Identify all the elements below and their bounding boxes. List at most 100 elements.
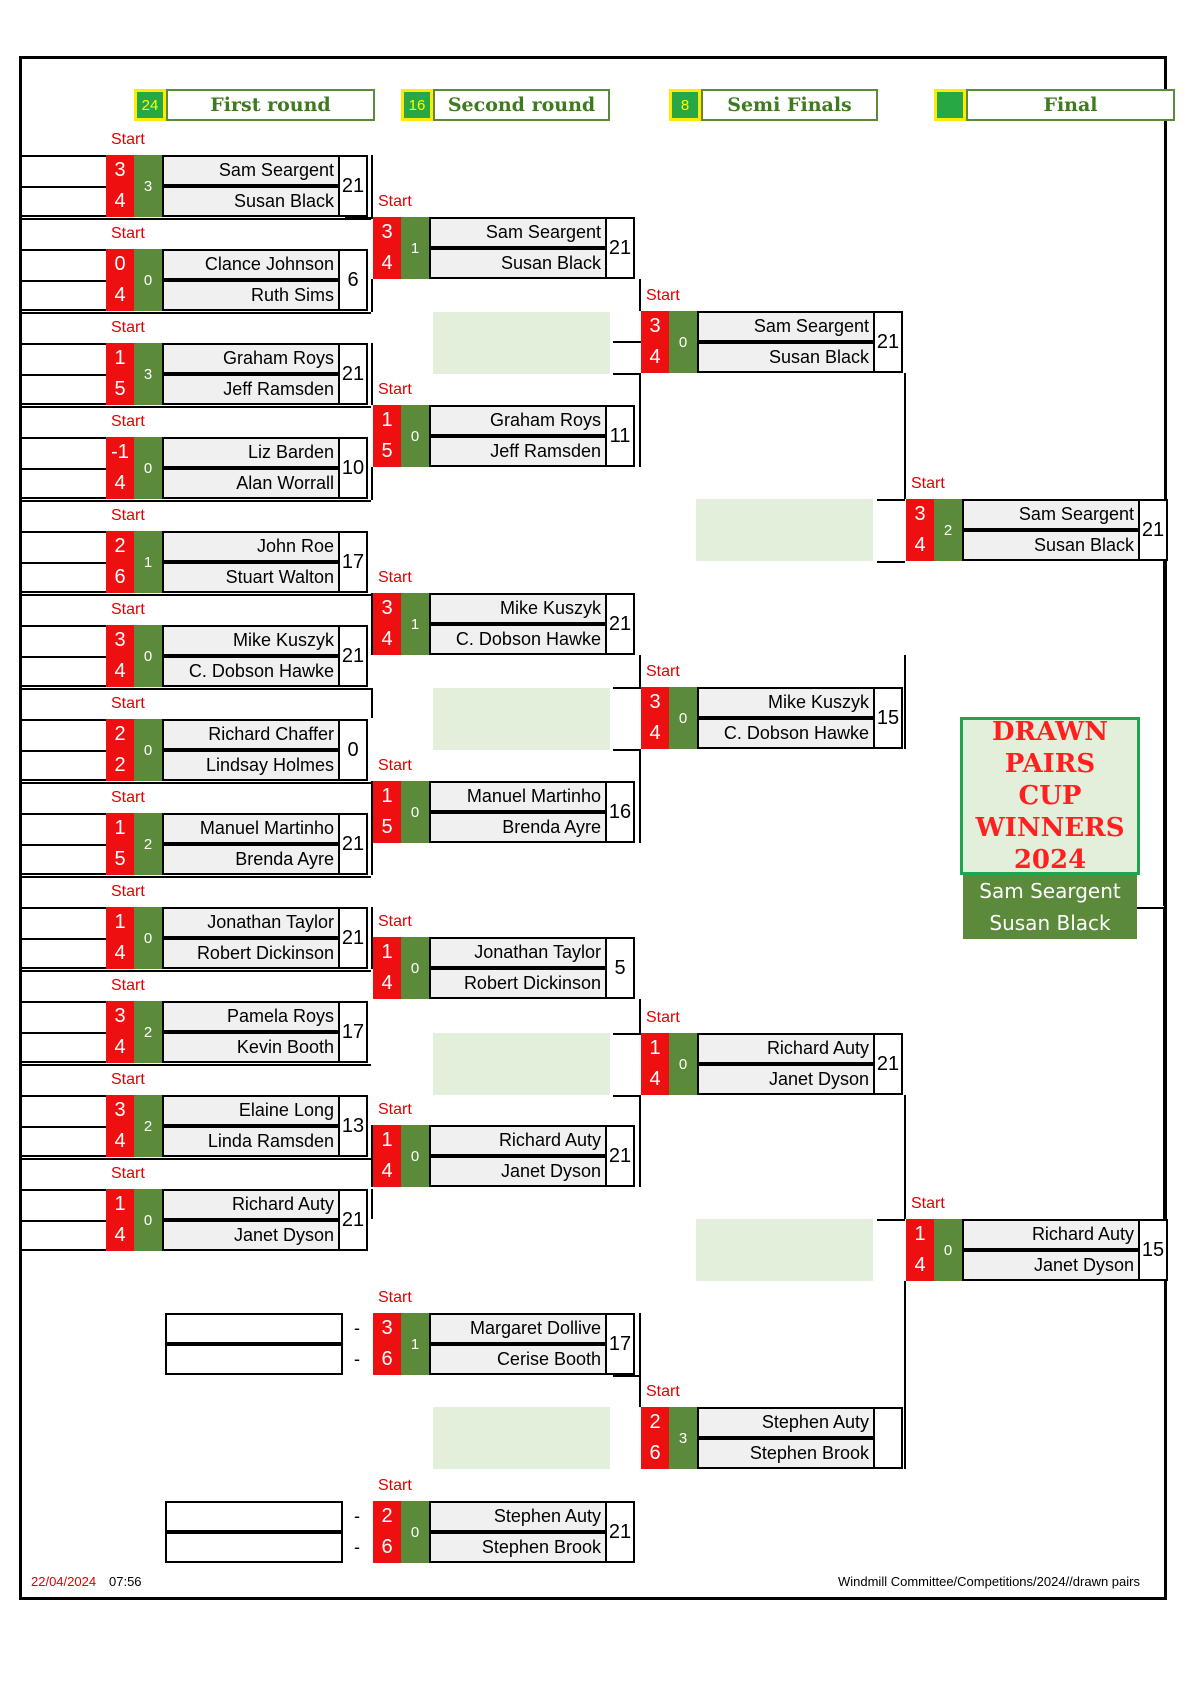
seed-top: 3 (641, 687, 669, 718)
match-score[interactable]: 13 (340, 1095, 368, 1157)
empty-entry-bottom[interactable] (165, 1344, 343, 1375)
player-bottom[interactable]: Stuart Walton (162, 562, 340, 593)
row-line (21, 1001, 106, 1003)
player-top[interactable]: Jonathan Taylor (162, 907, 340, 938)
match-score[interactable]: 21 (340, 813, 368, 875)
player-top[interactable]: Graham Roys (162, 343, 340, 374)
player-top[interactable]: Richard Chaffer (162, 719, 340, 750)
player-bottom[interactable]: Jeff Ramsden (429, 436, 607, 467)
empty-entry-top[interactable] (165, 1501, 343, 1532)
match-score[interactable]: 21 (875, 1033, 903, 1095)
bracket-connector (639, 373, 641, 467)
player-bottom[interactable]: Robert Dickinson (162, 938, 340, 969)
player-top[interactable]: Clance Johnson (162, 249, 340, 280)
match-score[interactable]: 0 (340, 719, 368, 781)
player-top[interactable]: Mike Kuszyk (162, 625, 340, 656)
player-bottom[interactable]: Robert Dickinson (429, 968, 607, 999)
player-top[interactable]: Margaret Dollive (429, 1313, 607, 1344)
player-bottom[interactable]: Brenda Ayre (162, 844, 340, 875)
player-top[interactable]: Graham Roys (429, 405, 607, 436)
empty-entry-bottom[interactable] (165, 1532, 343, 1563)
player-top[interactable]: Sam Seargent (162, 155, 340, 186)
player-top[interactable]: Liz Barden (162, 437, 340, 468)
player-bottom[interactable]: Susan Black (429, 248, 607, 279)
match-score[interactable]: 17 (607, 1313, 635, 1375)
round-header: Final (966, 89, 1175, 121)
player-top[interactable]: Stephen Auty (697, 1407, 875, 1438)
player-top[interactable]: Jonathan Taylor (429, 937, 607, 968)
player-top[interactable]: Manuel Martinho (429, 781, 607, 812)
player-bottom[interactable]: Janet Dyson (962, 1250, 1140, 1281)
match-score[interactable]: 21 (607, 1501, 635, 1563)
player-bottom[interactable]: C. Dobson Hawke (162, 656, 340, 687)
player-top[interactable]: Richard Auty (697, 1033, 875, 1064)
player-top[interactable]: Sam Seargent (962, 499, 1140, 530)
row-line (21, 280, 106, 282)
player-bottom[interactable]: Susan Black (697, 342, 875, 373)
bracket-connector (371, 343, 373, 405)
match-score[interactable]: 21 (340, 625, 368, 687)
player-bottom[interactable]: Susan Black (962, 530, 1140, 561)
match-score[interactable]: 21 (607, 1125, 635, 1187)
match-score[interactable]: 16 (607, 781, 635, 843)
player-top[interactable]: Stephen Auty (429, 1501, 607, 1532)
seed-bottom: 4 (906, 1250, 934, 1281)
bracket-connector (877, 1219, 905, 1221)
match-score[interactable]: 21 (340, 1189, 368, 1251)
player-top[interactable]: Mike Kuszyk (697, 687, 875, 718)
player-top[interactable]: Mike Kuszyk (429, 593, 607, 624)
player-top[interactable]: Sam Seargent (429, 217, 607, 248)
player-bottom[interactable]: Linda Ramsden (162, 1126, 340, 1157)
player-bottom[interactable]: Janet Dyson (697, 1064, 875, 1095)
match-score[interactable]: 15 (1140, 1219, 1168, 1281)
player-top[interactable]: Manuel Martinho (162, 813, 340, 844)
player-top[interactable]: Sam Seargent (697, 311, 875, 342)
match-score[interactable] (875, 1407, 903, 1469)
player-top[interactable]: Elaine Long (162, 1095, 340, 1126)
player-bottom[interactable]: Brenda Ayre (429, 812, 607, 843)
match-score[interactable]: 21 (340, 343, 368, 405)
player-top[interactable]: Pamela Roys (162, 1001, 340, 1032)
match-score[interactable]: 15 (875, 687, 903, 749)
match-score[interactable]: 11 (607, 405, 635, 467)
player-bottom[interactable]: Cerise Booth (429, 1344, 607, 1375)
handicap-badge: 0 (669, 311, 697, 373)
match-score[interactable]: 17 (340, 1001, 368, 1063)
player-bottom[interactable]: C. Dobson Hawke (429, 624, 607, 655)
match-score[interactable]: 17 (340, 531, 368, 593)
player-bottom[interactable]: Ruth Sims (162, 280, 340, 311)
trophy-text: PAIRS (1004, 749, 1096, 779)
bracket-connector (904, 1095, 906, 1219)
match-score[interactable]: 21 (607, 217, 635, 279)
player-bottom[interactable]: Kevin Booth (162, 1032, 340, 1063)
player-bottom[interactable]: Susan Black (162, 186, 340, 217)
player-bottom[interactable]: Alan Worrall (162, 468, 340, 499)
winner-name: Sam Seargent (963, 875, 1137, 907)
row-line (21, 779, 106, 781)
row-line (21, 1249, 106, 1251)
player-top[interactable]: Richard Auty (162, 1189, 340, 1220)
player-top[interactable]: Richard Auty (429, 1125, 607, 1156)
player-bottom[interactable]: Stephen Brook (697, 1438, 875, 1469)
match-score[interactable]: 21 (340, 155, 368, 217)
player-top[interactable]: John Roe (162, 531, 340, 562)
match-score[interactable]: 5 (607, 937, 635, 999)
match-score[interactable]: 6 (340, 249, 368, 311)
match-score[interactable]: 10 (340, 437, 368, 499)
start-label: Start (378, 1289, 412, 1306)
player-bottom[interactable]: C. Dobson Hawke (697, 718, 875, 749)
match-score[interactable]: 21 (875, 311, 903, 373)
player-bottom[interactable]: Janet Dyson (429, 1156, 607, 1187)
player-bottom[interactable]: Jeff Ramsden (162, 374, 340, 405)
player-bottom[interactable]: Janet Dyson (162, 1220, 340, 1251)
player-bottom[interactable]: Lindsay Holmes (162, 750, 340, 781)
seed-bottom: 4 (373, 1156, 401, 1187)
player-bottom[interactable]: Stephen Brook (429, 1532, 607, 1563)
seed-top: 3 (106, 155, 134, 186)
empty-entry-top[interactable] (165, 1313, 343, 1344)
player-top[interactable]: Richard Auty (962, 1219, 1140, 1250)
match-score[interactable]: 21 (340, 907, 368, 969)
match-score[interactable]: 21 (1140, 499, 1168, 561)
match-score[interactable]: 21 (607, 593, 635, 655)
